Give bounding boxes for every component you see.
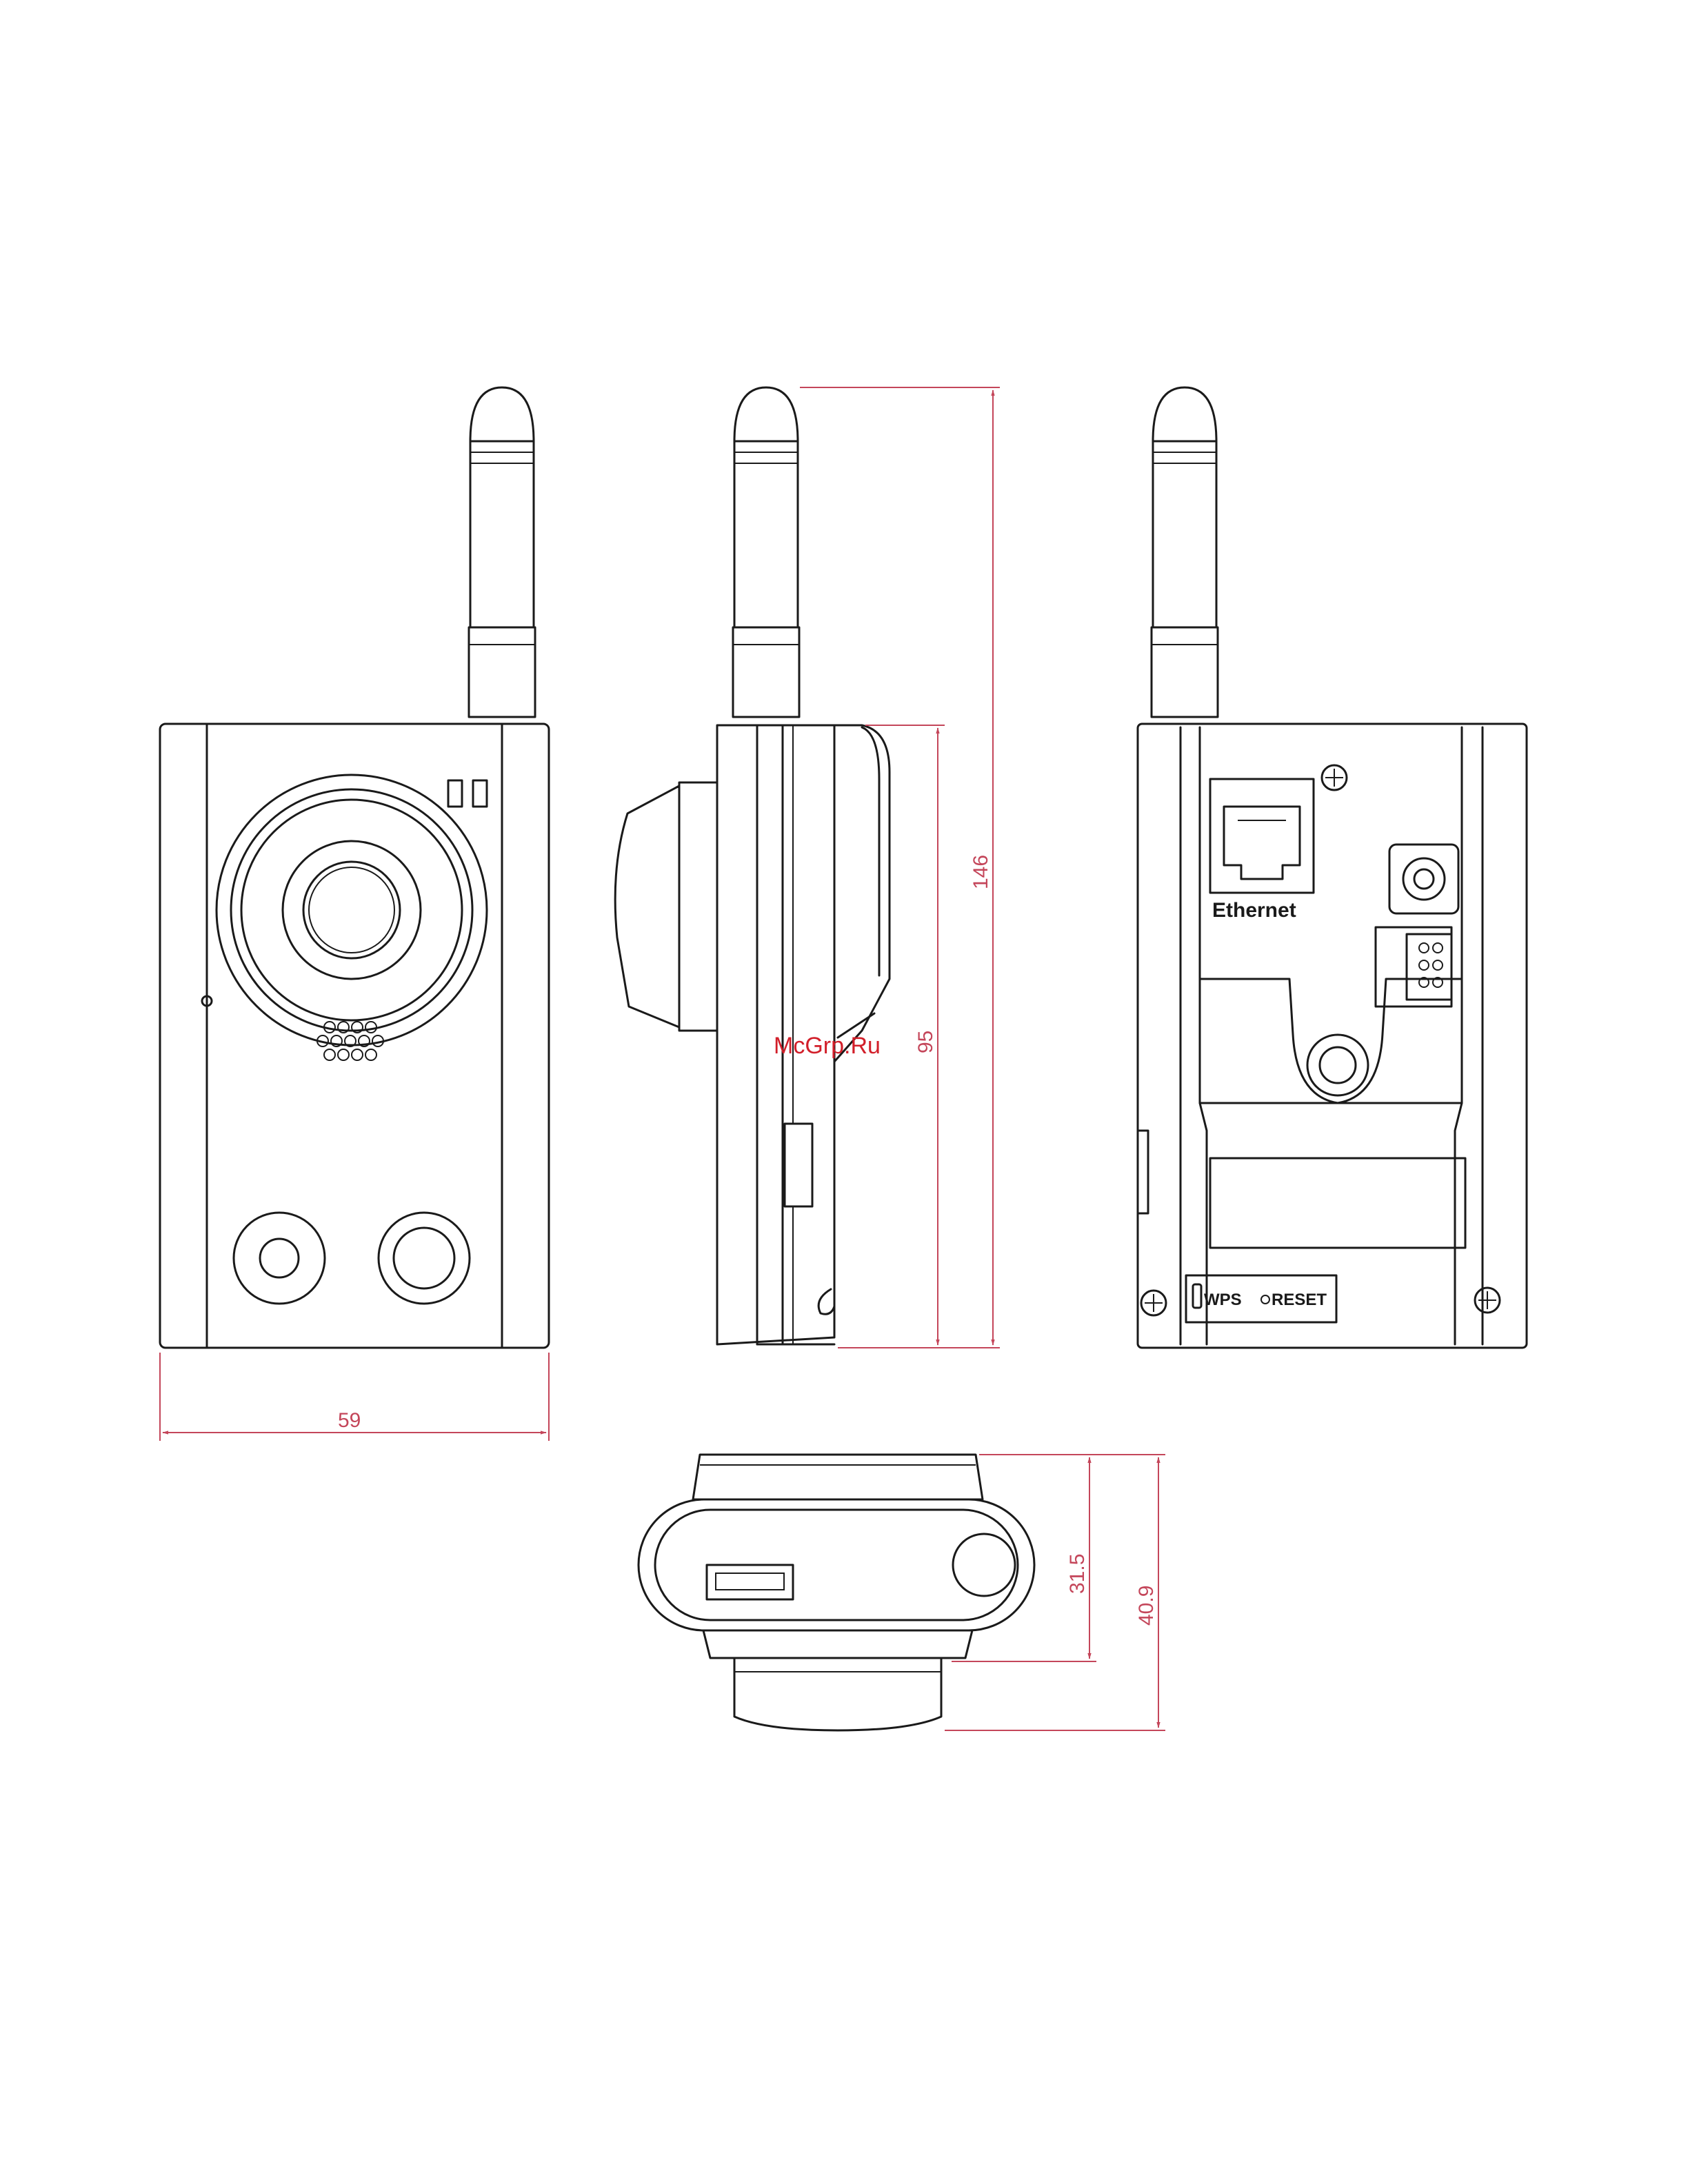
dimension-width-label: 59 [338, 1409, 361, 1432]
front-antenna [469, 387, 535, 717]
dimension-width: 59 [160, 1353, 549, 1441]
ethernet-label: Ethernet [1212, 899, 1296, 922]
reset-label: RESET [1272, 1291, 1327, 1309]
screw-icon [1141, 1291, 1166, 1315]
bottom-body [639, 1499, 1034, 1630]
bottom-top-cap [693, 1455, 983, 1499]
bottom-view [639, 1455, 1034, 1730]
side-antenna [733, 387, 799, 717]
wps-label: WPS [1204, 1291, 1242, 1309]
dimension-depth-body-label: 31.5 [1066, 1554, 1089, 1594]
side-lens-barrel [615, 786, 679, 1027]
rear-antenna [1152, 387, 1218, 717]
watermark: McGrp.Ru [774, 1033, 881, 1059]
dimension-height-body-label: 95 [914, 1031, 937, 1053]
bottom-lens-barrel [734, 1658, 941, 1730]
front-view [160, 387, 549, 1348]
front-body [160, 724, 549, 1348]
dimension-height-total-label: 146 [969, 855, 992, 889]
svg-text:Ethernet: Ethernet [1212, 899, 1296, 922]
side-view [615, 387, 890, 1344]
screw-icon [1322, 765, 1347, 790]
rear-view: Ethernet WPS RESET [1138, 387, 1527, 1348]
bottom-mid-ring [703, 1630, 972, 1658]
dimension-depth-total-label: 40.9 [1135, 1586, 1158, 1626]
screw-icon [1475, 1288, 1500, 1313]
side-clip [785, 1124, 812, 1206]
